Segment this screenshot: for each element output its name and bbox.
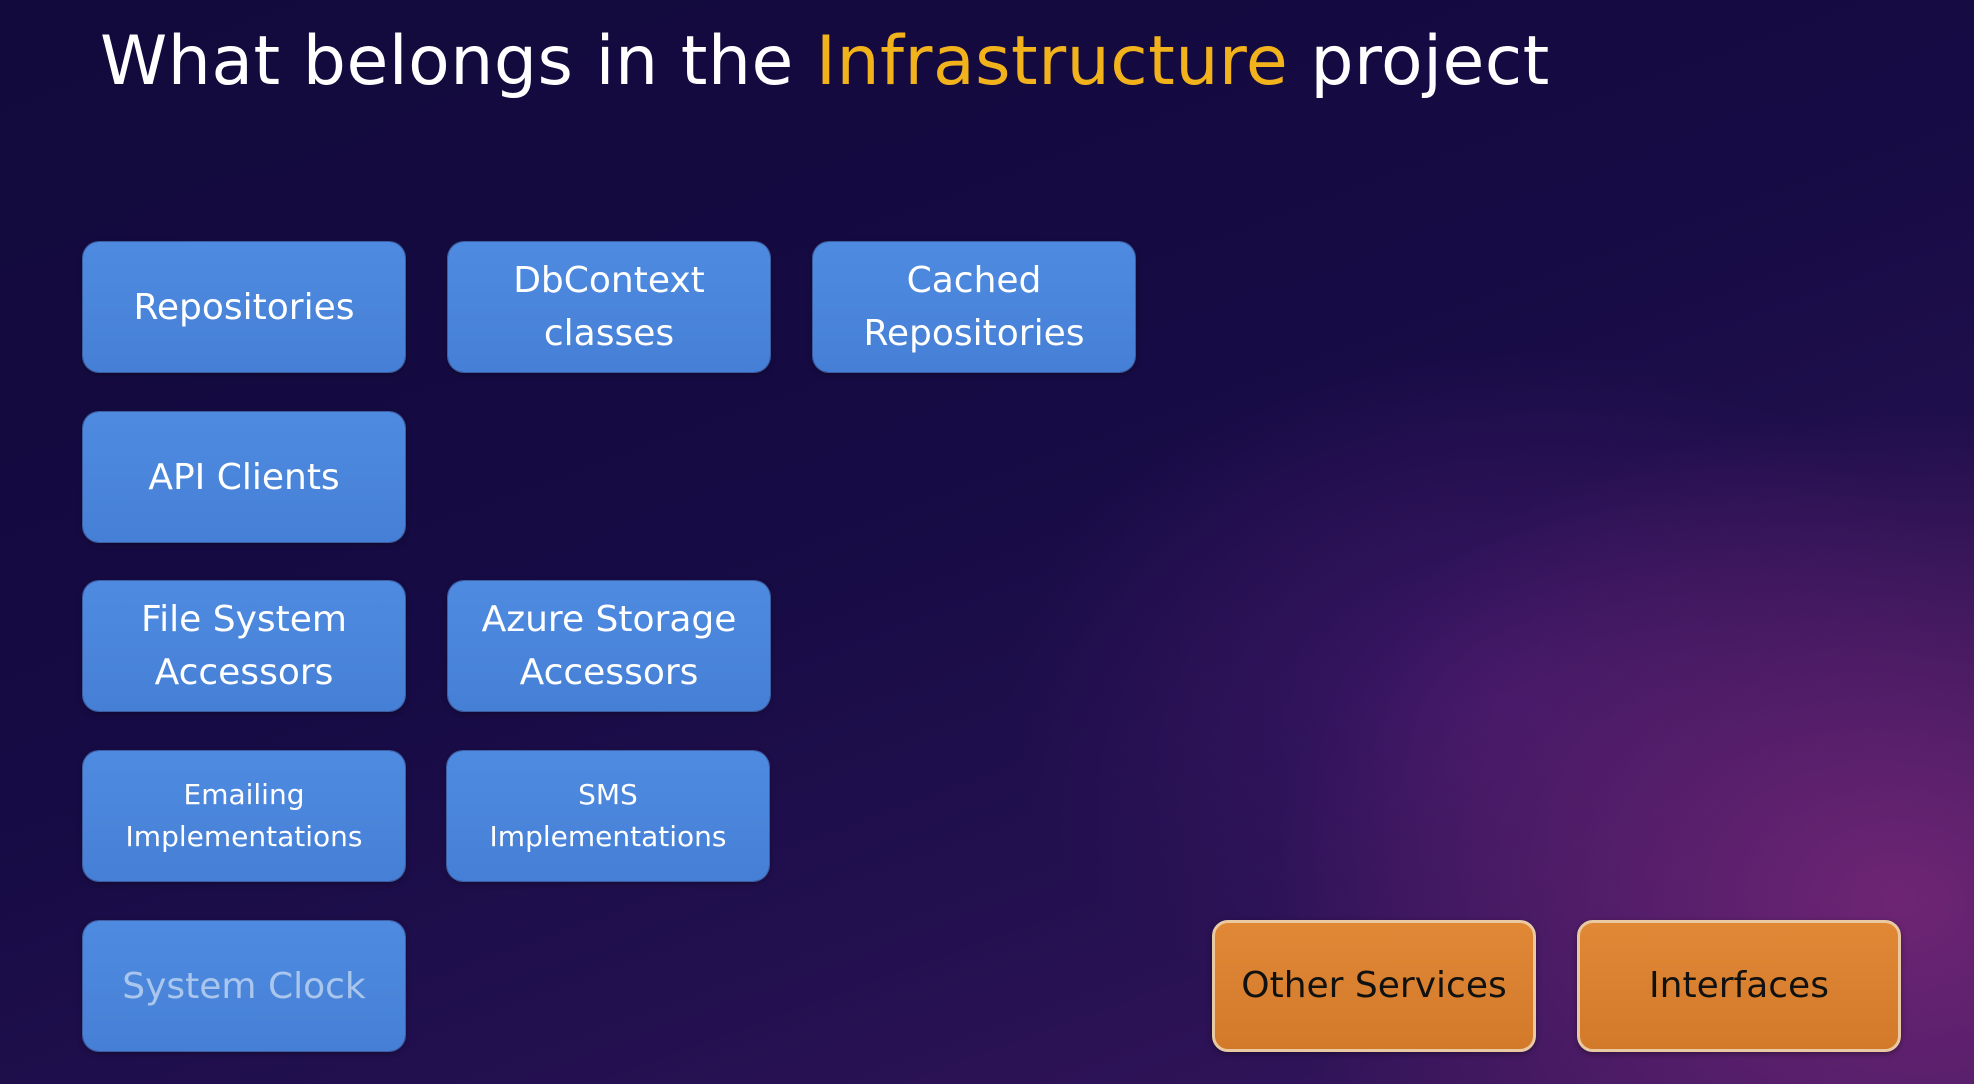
system-clock-box[interactable]: System Clock bbox=[83, 921, 405, 1051]
other-services-label: Other Services bbox=[1241, 965, 1507, 1006]
other-services-box[interactable]: Other Services bbox=[1212, 920, 1536, 1052]
repositories-box[interactable]: Repositories bbox=[83, 242, 405, 372]
sms-implementations-label: SMS Implementations bbox=[489, 778, 727, 853]
dbcontext-classes-box[interactable]: DbContext classes bbox=[448, 242, 770, 372]
system-clock-label: System Clock bbox=[122, 965, 366, 1007]
emailing-implementations-box[interactable]: Emailing Implementations bbox=[83, 751, 405, 881]
title-suffix: project bbox=[1288, 22, 1550, 101]
cached-repositories-label: Cached Repositories bbox=[863, 260, 1085, 354]
title-prefix: What belongs in the bbox=[100, 22, 816, 101]
emailing-implementations-label: Emailing Implementations bbox=[125, 778, 363, 853]
file-system-accessors-box[interactable]: File System Accessors bbox=[83, 581, 405, 711]
interfaces-box[interactable]: Interfaces bbox=[1577, 920, 1901, 1052]
cached-repositories-box[interactable]: Cached Repositories bbox=[813, 242, 1135, 372]
slide-title: What belongs in the Infrastructure proje… bbox=[100, 22, 1550, 101]
api-clients-box[interactable]: API Clients bbox=[83, 412, 405, 542]
title-highlight: Infrastructure bbox=[815, 22, 1289, 101]
sms-implementations-box[interactable]: SMS Implementations bbox=[447, 751, 769, 881]
azure-storage-accessors-label: Azure Storage Accessors bbox=[481, 599, 737, 693]
azure-storage-accessors-box[interactable]: Azure Storage Accessors bbox=[448, 581, 770, 711]
file-system-accessors-label: File System Accessors bbox=[141, 599, 347, 693]
repositories-label: Repositories bbox=[133, 286, 355, 328]
dbcontext-classes-label: DbContext classes bbox=[513, 260, 705, 354]
api-clients-label: API Clients bbox=[148, 456, 340, 498]
interfaces-label: Interfaces bbox=[1649, 965, 1829, 1006]
